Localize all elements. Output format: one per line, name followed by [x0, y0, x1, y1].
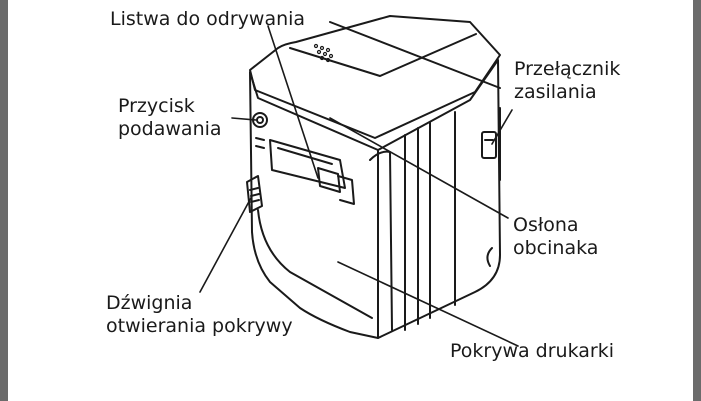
label-tear-bar: Listwa do odrywania [110, 8, 306, 30]
vent-grille [313, 43, 334, 63]
printer-right-side [377, 59, 501, 339]
label-cover-lever-line2: otwierania pokrywy [106, 315, 293, 337]
label-feed-button-line1: Przycisk [118, 95, 195, 117]
printer-cover-part [257, 209, 373, 319]
tear-bar-part [317, 167, 341, 193]
leader-cover-lever [199, 195, 253, 293]
leader-cutter-cover [329, 117, 509, 219]
label-power-switch: Przełącznik zasilania [514, 58, 620, 104]
label-power-switch-line1: Przełącznik [514, 58, 621, 80]
leader-tear-bar [267, 25, 319, 179]
label-printer-cover: Pokrywa drukarki [450, 340, 615, 362]
leader-printer-cover [337, 261, 519, 347]
label-cover-lever-line1: Dźwignia [106, 292, 193, 314]
label-cutter-cover: Osłona obcinaka [513, 214, 598, 260]
label-feed-button-line2: podawania [118, 118, 222, 140]
leader-lines [199, 25, 519, 347]
leader-power-switch [491, 109, 513, 145]
label-cutter-cover-line1: Osłona [513, 214, 579, 236]
printer-top-face [249, 15, 501, 139]
label-feed-button: Przycisk podawania [118, 95, 222, 141]
label-cutter-cover-line2: obcinaka [513, 237, 599, 259]
label-cover-lever: Dźwignia otwierania pokrywy [106, 292, 293, 338]
paper-exit-slot [269, 139, 346, 189]
leader-feed-button [231, 117, 257, 121]
label-power-switch-line2: zasilania [514, 81, 597, 103]
power-switch-part [481, 131, 497, 159]
printer-front-panel [249, 71, 379, 339]
printer-body [246, 15, 501, 339]
